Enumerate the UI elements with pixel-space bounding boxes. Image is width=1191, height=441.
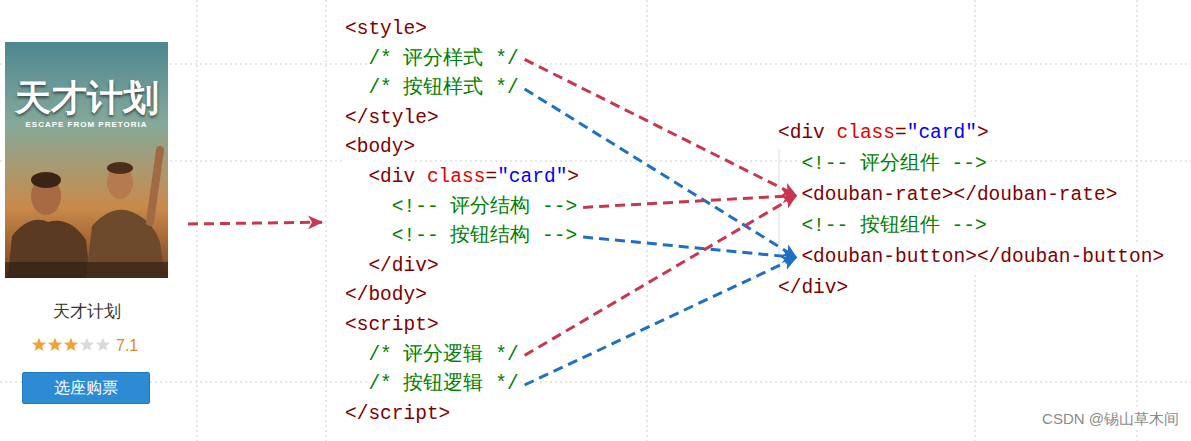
text-slot: </div> (368, 252, 438, 282)
code-token: <script> (345, 311, 439, 341)
star-full (64, 338, 78, 352)
code-token: <div (778, 118, 825, 149)
figure-hair (107, 162, 133, 174)
figure-arm (150, 150, 160, 222)
grid-line (0, 64, 1191, 65)
star-full (48, 338, 62, 352)
code-token: <div (368, 163, 415, 193)
text-slot: <div (778, 118, 825, 149)
code-token: = (485, 163, 497, 193)
text-slot: 天才计划 (2, 300, 172, 324)
code-token: <!-- 按钮组件 --> (801, 211, 986, 242)
code-line: <!-- 按钮结构 --> (392, 222, 577, 252)
text-slot: </style> (345, 104, 439, 134)
code-token: </div> (368, 252, 438, 282)
script-comment: /* 评分逻辑 */ (368, 341, 518, 371)
star-half (80, 338, 87, 352)
text-slot: "card" (497, 163, 567, 193)
grid-line (1137, 0, 1138, 441)
button-text: 选座购票 (54, 373, 118, 403)
dashed-arrow (583, 237, 796, 258)
script-comment: /* 按钮逻辑 */ (368, 370, 518, 400)
text-slot: <script> (345, 311, 439, 341)
code-line: <!-- 评分结构 --> (392, 193, 577, 223)
text-slot: > (567, 163, 579, 193)
movie-poster (5, 42, 168, 278)
text-slot: class (427, 163, 486, 193)
code-token: class (427, 163, 486, 193)
style-comment: /* 评分样式 */ (368, 45, 518, 75)
code-token: > (567, 163, 579, 193)
buy-ticket-button: 选座购票 (22, 372, 150, 404)
component-code: <douban-rate></douban-rate> <douban-butto… (766, 118, 1169, 304)
text-slot: = (485, 163, 497, 193)
code-token: <body> (345, 133, 415, 163)
code-line: /* 按钮样式 */ (368, 74, 518, 104)
style-comment: /* 按钮样式 */ (368, 74, 518, 104)
text-slot: <!-- 按钮组件 --> (801, 211, 986, 242)
poster-strip (5, 262, 168, 278)
code-token: class (837, 118, 896, 149)
text-slot: 7.1 (116, 334, 138, 358)
code-line: <douban-rate></douban-rate> (801, 180, 1117, 211)
text-slot: "card" (907, 118, 977, 149)
dashed-arrow (583, 196, 796, 208)
page-code: /* 评分样式 *//* 按钮样式 */ <!-- 评分结构 --><!-- 按钮… (330, 15, 584, 429)
watermark-text: CSDN @锡山草木间 (1040, 410, 1181, 429)
code-token: > (977, 118, 989, 149)
code-token: "card" (907, 118, 977, 149)
rating-stars (32, 338, 110, 352)
code-token: <!-- 评分组件 --> (801, 149, 986, 180)
code-token: = (895, 118, 907, 149)
code-token: </script> (345, 400, 450, 430)
text-slot: </script> (345, 400, 450, 430)
grid-line (326, 0, 327, 441)
code-line: /* 按钮逻辑 */ (368, 370, 518, 400)
grid-line (647, 0, 648, 441)
text-slot: = (895, 118, 907, 149)
text-slot: <div (368, 163, 415, 193)
code-token: </style> (345, 104, 439, 134)
code-line: /* 评分逻辑 */ (368, 341, 518, 371)
star-empty (96, 338, 110, 352)
poster-subtitle: ESCAPE FROM PRETORIA (5, 120, 168, 129)
component-tag: <douban-button></douban-button> (801, 242, 1164, 273)
code-token: "card" (497, 163, 567, 193)
dashed-arrow (188, 222, 322, 224)
grid-line (0, 382, 1191, 383)
text-slot: <style> (345, 15, 427, 45)
text-slot: <!-- 评分组件 --> (801, 149, 986, 180)
component-tag: <douban-rate></douban-rate> (801, 180, 1117, 211)
star-empty (80, 338, 94, 352)
code-line: <douban-button></douban-button> (801, 242, 1164, 273)
markup-comment: <!-- 按钮结构 --> (392, 222, 577, 252)
code-token: </div> (778, 273, 848, 304)
movie-title: 天才计划 (53, 300, 121, 324)
grid-line (0, 161, 1191, 162)
code-token: <style> (345, 15, 427, 45)
watermark: CSDN @锡山草木间 (985, 410, 1181, 429)
poster-subtitle-text: ESCAPE FROM PRETORIA (25, 120, 147, 129)
text-slot: </body> (345, 281, 427, 311)
dashed-arrow (525, 258, 797, 385)
poster-title: 天才计划 (5, 74, 168, 123)
text-slot: <body> (345, 133, 415, 163)
grid-line (197, 0, 198, 441)
poster-title-text: 天才计划 (15, 74, 159, 123)
text-slot: class (837, 118, 896, 149)
markup-comment: <!-- 评分结构 --> (392, 193, 577, 223)
figure-hair (31, 172, 61, 188)
star-full (32, 338, 46, 352)
text-slot: </div> (778, 273, 848, 304)
code-token: </body> (345, 281, 427, 311)
rating-score: 7.1 (116, 334, 138, 358)
poster-ground (5, 42, 168, 278)
code-line: /* 评分样式 */ (368, 45, 518, 75)
text-slot: > (977, 118, 989, 149)
